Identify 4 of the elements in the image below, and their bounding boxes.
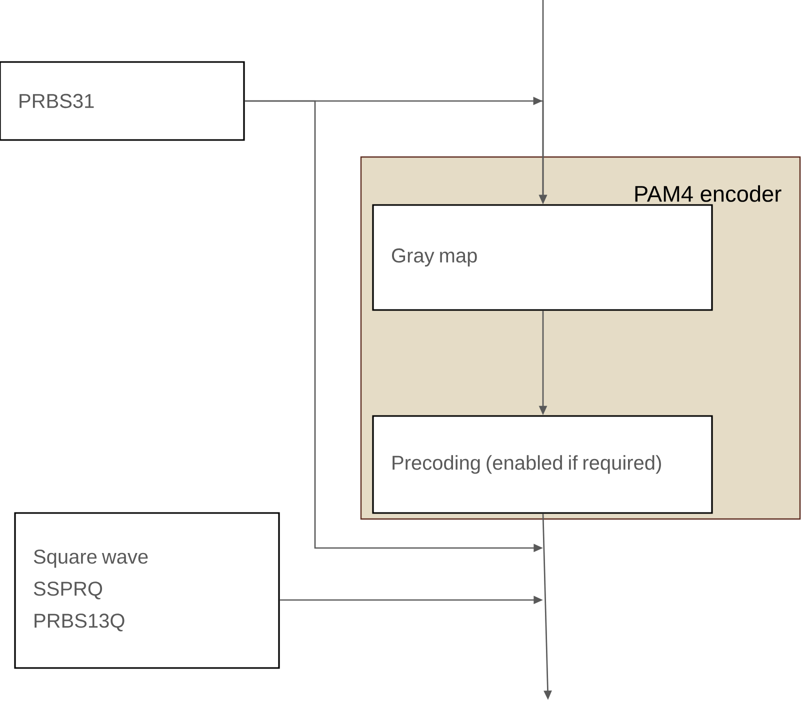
process-box: Gray map — [372, 204, 713, 311]
source-box: Square wave SSPRQ PRBS13Q — [14, 512, 280, 669]
source-box: PRBS31 — [0, 61, 245, 141]
process-box: Precoding (enabled if required) — [372, 415, 713, 514]
